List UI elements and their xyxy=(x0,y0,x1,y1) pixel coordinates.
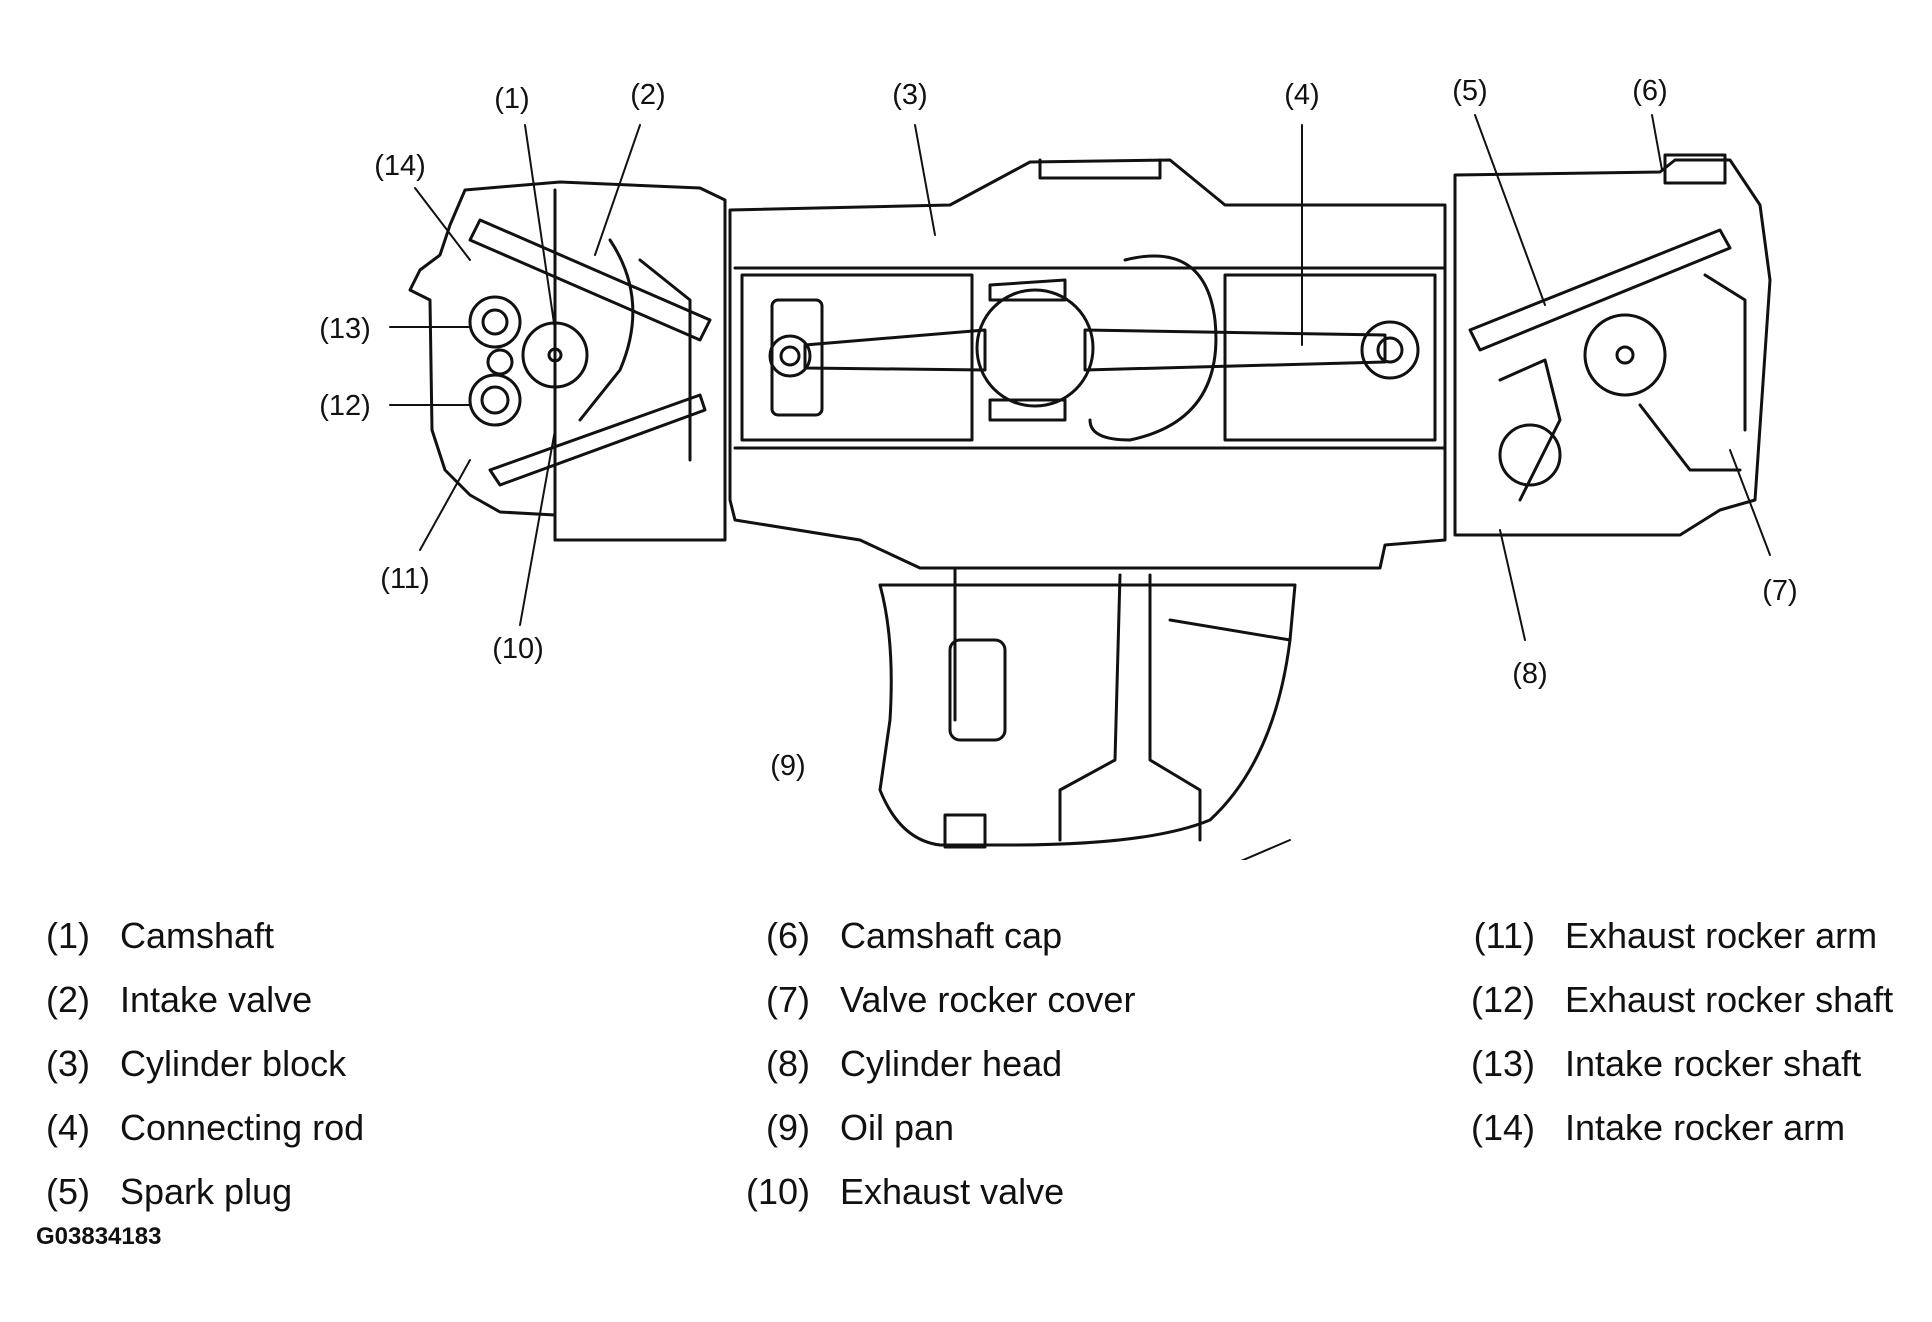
legend-label: Cylinder block xyxy=(120,1043,347,1084)
legend-number: (4) xyxy=(46,1107,90,1148)
legend-item: (9) Oil pan xyxy=(720,1107,1320,1149)
legend-number: (5) xyxy=(46,1171,90,1212)
engine-cross-section-diagram: (1) (2) (3) (4) (5) (6) (7) (8) (9) (10)… xyxy=(319,75,1798,860)
legend-number: (6) xyxy=(766,915,810,956)
callout-9: (9) xyxy=(770,750,805,782)
legend-item: (3) Cylinder block xyxy=(0,1043,600,1085)
legend-item: (5) Spark plug xyxy=(0,1171,600,1213)
legend-label: Spark plug xyxy=(120,1171,293,1212)
legend-column-2: (6) Camshaft cap (7) Valve rocker cover … xyxy=(720,915,1320,1235)
callout-leader-lines xyxy=(389,114,1771,860)
legend-item: (7) Valve rocker cover xyxy=(720,979,1320,1021)
callout-12: (12) xyxy=(319,390,371,422)
legend-label: Camshaft xyxy=(120,915,275,956)
legend-item: (12) Exhaust rocker shaft xyxy=(1445,979,1925,1021)
legend-number: (12) xyxy=(1470,979,1535,1020)
legend-item: (14) Intake rocker arm xyxy=(1445,1107,1925,1149)
callout-1: (1) xyxy=(494,83,529,115)
callout-2: (2) xyxy=(630,79,665,111)
legend-number: (8) xyxy=(766,1043,810,1084)
oil-pan xyxy=(878,568,1297,849)
legend-item: (1) Camshaft xyxy=(0,915,600,957)
callout-8: (8) xyxy=(1512,658,1547,690)
legend-label: Exhaust valve xyxy=(840,1171,1065,1212)
right-cylinder-head xyxy=(1453,153,1772,537)
callout-10: (10) xyxy=(492,633,544,665)
legend-label: Connecting rod xyxy=(120,1107,365,1148)
callout-13: (13) xyxy=(319,313,371,345)
left-cylinder-head xyxy=(408,180,727,542)
legend-item: (8) Cylinder head xyxy=(720,1043,1320,1085)
legend-number: (1) xyxy=(46,915,90,956)
legend-label: Cylinder head xyxy=(840,1043,1063,1084)
callout-11: (11) xyxy=(380,563,429,595)
legend-number: (3) xyxy=(46,1043,90,1084)
legend-item: (2) Intake valve xyxy=(0,979,600,1021)
callout-14: (14) xyxy=(374,150,426,182)
legend-label: Exhaust rocker shaft xyxy=(1565,979,1894,1020)
legend-label: Intake rocker shaft xyxy=(1565,1043,1862,1084)
legend-number: (10) xyxy=(745,1171,810,1212)
legend-number: (14) xyxy=(1470,1107,1535,1148)
legend-number: (13) xyxy=(1470,1043,1535,1084)
legend-item: (11) Exhaust rocker arm xyxy=(1445,915,1925,957)
callout-7: (7) xyxy=(1762,575,1797,607)
legend-number: (7) xyxy=(766,979,810,1020)
legend-label: Valve rocker cover xyxy=(840,979,1136,1020)
legend-number: (9) xyxy=(766,1107,810,1148)
legend-label: Oil pan xyxy=(840,1107,955,1148)
legend-item: (13) Intake rocker shaft xyxy=(1445,1043,1925,1085)
legend-label: Exhaust rocker arm xyxy=(1565,915,1878,956)
legend-label: Intake rocker arm xyxy=(1565,1107,1846,1148)
callout-4: (4) xyxy=(1284,79,1319,111)
legend-label: Intake valve xyxy=(120,979,313,1020)
legend-column-1: (1) Camshaft (2) Intake valve (3) Cylind… xyxy=(0,915,600,1235)
legend-item: (10) Exhaust valve xyxy=(720,1171,1320,1213)
legend-label: Camshaft cap xyxy=(840,915,1063,956)
legend-number: (2) xyxy=(46,979,90,1020)
cylinder-block xyxy=(728,158,1447,570)
callout-6: (6) xyxy=(1632,75,1667,107)
legend-column-3: (11) Exhaust rocker arm (12) Exhaust roc… xyxy=(1445,915,1925,1175)
callout-3: (3) xyxy=(892,79,927,111)
legend-item: (6) Camshaft cap xyxy=(720,915,1320,957)
figure-code: G03834183 xyxy=(36,1223,162,1250)
legend-item: (4) Connecting rod xyxy=(0,1107,600,1149)
callout-5: (5) xyxy=(1452,75,1487,107)
legend-number: (11) xyxy=(1473,915,1535,956)
